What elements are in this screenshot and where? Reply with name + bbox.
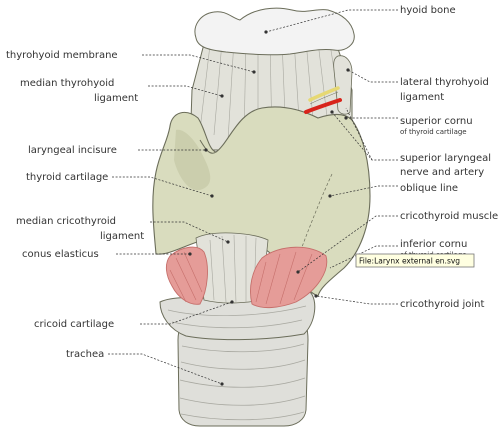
label-inferior-cornu-line1: inferior cornu (400, 239, 467, 250)
label-superior-cornu-line1: superior cornu (400, 116, 473, 127)
thyroid-shade (174, 129, 211, 191)
label-cricothyroid-muscle: cricothyroid muscle (400, 211, 498, 222)
label-oblique-line: oblique line (400, 183, 458, 194)
leader-lines (108, 9, 398, 386)
label-trachea: trachea (66, 349, 104, 360)
label-conus-elasticus: conus elasticus (22, 249, 99, 260)
label-superior-cornu-line2: of thyroid cartilage (400, 128, 467, 136)
label-cricothyroid-joint: cricothyroid joint (400, 299, 485, 310)
thyroid-oblique-ridge (299, 173, 333, 253)
label-thyrohyoid-membrane: thyrohyoid membrane (6, 50, 118, 61)
hyoid-bone-shape (194, 7, 355, 56)
label-median-thyrohyoid-line2: ligament (94, 93, 138, 104)
label-superior-laryngeal-line2: nerve and artery (400, 167, 484, 178)
label-superior-laryngeal-line1: superior laryngeal (400, 153, 491, 164)
trachea-shape (177, 311, 309, 427)
label-lateral-thyrohyoid-line2: ligament (400, 92, 444, 103)
hyoid-body (194, 7, 355, 56)
file-tooltip: File:Larynx external en.svg (355, 253, 475, 268)
labels: hyoid bone thyrohyoid membrane median th… (6, 5, 498, 360)
label-median-cricothyroid-line2: ligament (100, 231, 144, 242)
label-hyoid-bone: hyoid bone (400, 5, 456, 16)
cricothyroid-muscle-left (165, 246, 208, 305)
label-lateral-thyrohyoid-line1: lateral thyrohyoid (400, 77, 489, 88)
label-thyroid-cartilage: thyroid cartilage (26, 172, 108, 183)
tooltip-text: File:Larynx external en.svg (359, 257, 460, 266)
label-median-cricothyroid-line1: median cricothyroid (16, 216, 116, 227)
label-cricoid-cartilage: cricoid cartilage (34, 319, 114, 330)
cricothyroid-muscle-right (250, 246, 328, 309)
label-laryngeal-incisure: laryngeal incisure (28, 145, 117, 156)
thyroid-cartilage-shape (152, 106, 371, 297)
laryngeal-incisure-notch (199, 139, 217, 154)
label-median-thyrohyoid-line1: median thyrohyoid (20, 78, 114, 89)
superior-laryngeal-nerve-artery (304, 86, 342, 114)
trachea-rings (179, 343, 306, 421)
